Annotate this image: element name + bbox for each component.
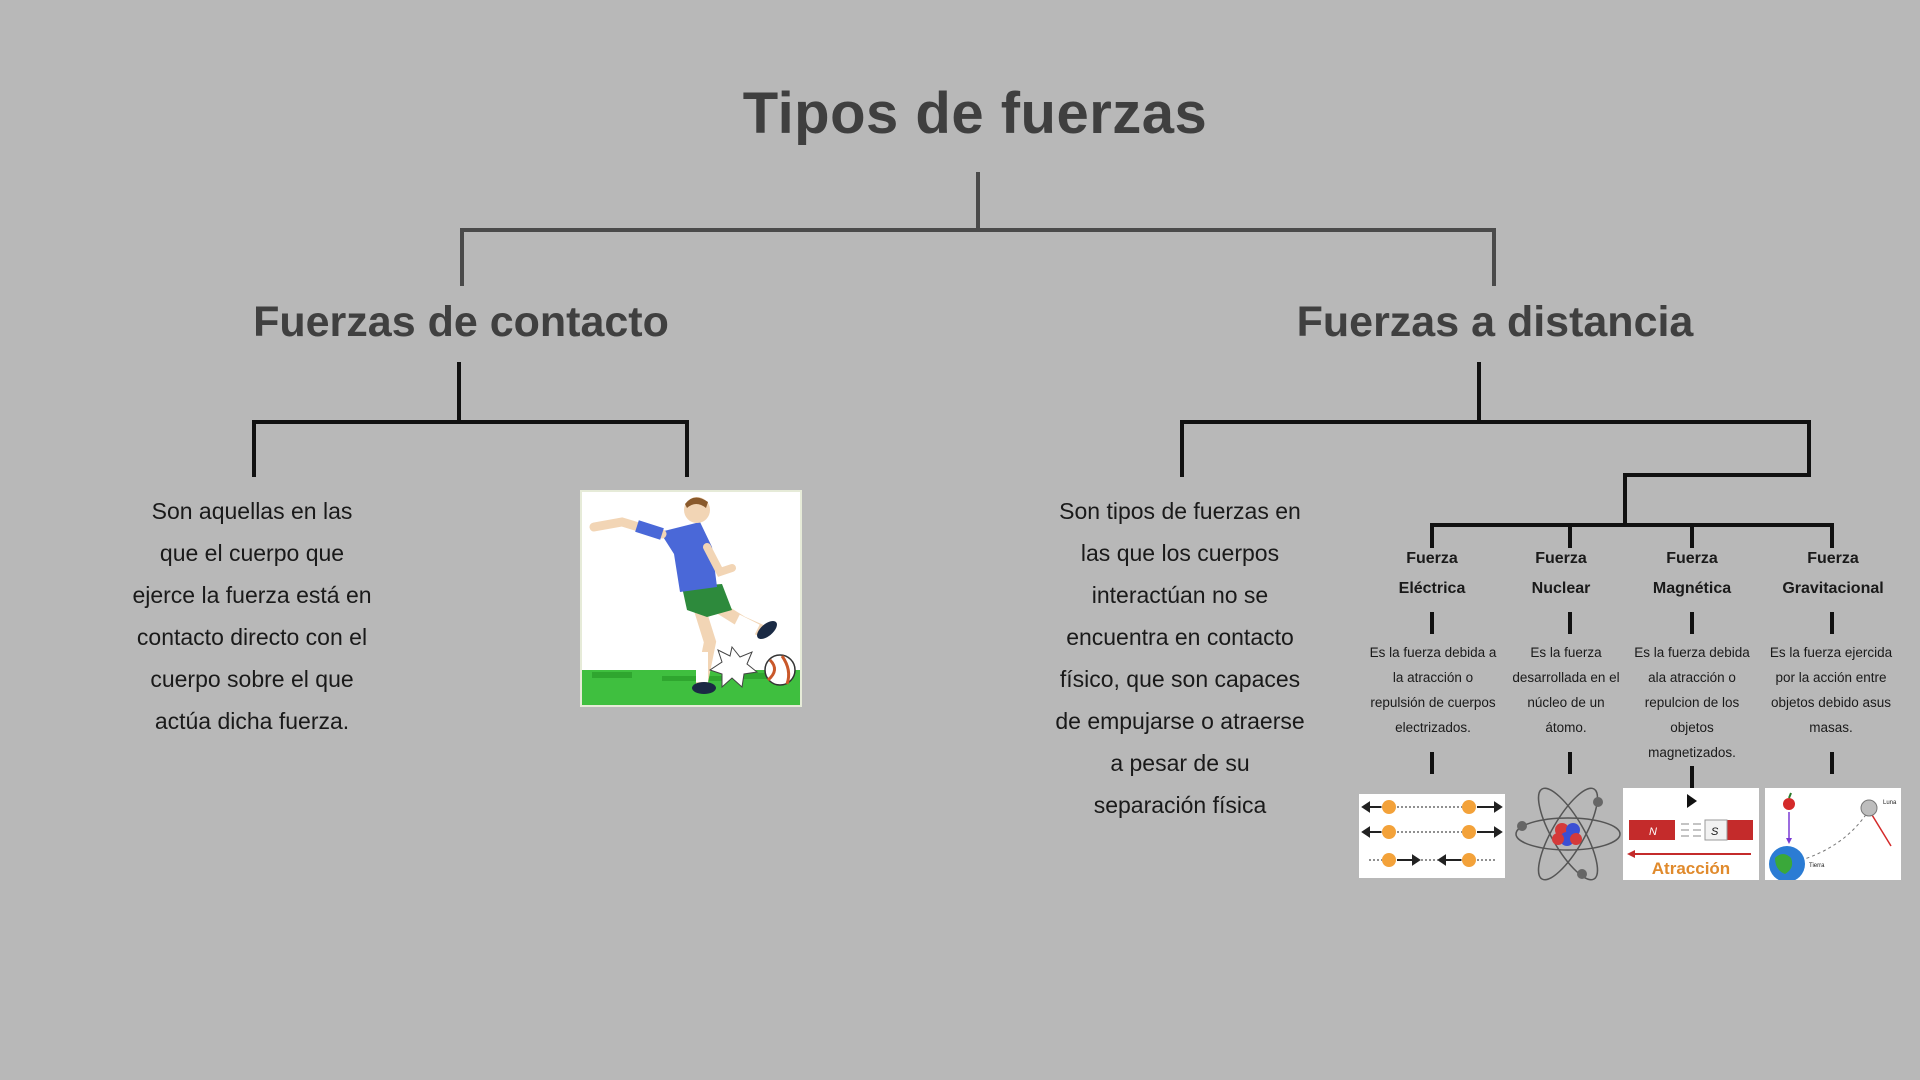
magnetic-force-title: Fuerza Magnética — [1622, 544, 1762, 604]
nuclear-force-title-line1: Fuerza — [1535, 550, 1587, 567]
magnet-attraction-icon: N S Atracción — [1623, 788, 1759, 880]
gravitational-force-title-line2: Gravitacional — [1782, 580, 1884, 597]
soccer-player-kicking-ball-icon — [580, 490, 802, 707]
nuclear-force-description: Es la fuerza desarrollada en el núcleo d… — [1512, 645, 1620, 735]
distance-forces-description: Son tipos de fuerzas en las que los cuer… — [1055, 498, 1305, 818]
magnet-pole-s-label: S — [1711, 826, 1719, 838]
electric-force-description: Es la fuerza debida a la atracción o rep… — [1369, 645, 1497, 735]
distance-forces-title: Fuerzas a distancia — [1296, 298, 1694, 346]
magnetic-force-title-line1: Fuerza — [1666, 550, 1718, 567]
types-branch-line — [1430, 523, 1834, 548]
gravitational-force-title-line1: Fuerza — [1807, 550, 1859, 567]
contact-forces-description: Son aquellas en las que el cuerpo que ej… — [132, 498, 372, 734]
moon-label: Luna — [1883, 800, 1897, 806]
distance-branch-line — [1180, 420, 1811, 525]
earth-moon-gravity-icon: Luna Tierra — [1765, 788, 1901, 880]
gravitational-force-title: Fuerza Gravitacional — [1763, 544, 1903, 604]
nuclear-force-title: Fuerza Nuclear — [1491, 544, 1631, 604]
earth-label: Tierra — [1809, 863, 1825, 869]
nuclear-force-title-line2: Nuclear — [1531, 580, 1591, 597]
magnetic-force-description: Es la fuerza debida ala atracción o repu… — [1634, 645, 1750, 760]
electric-force-title-line2: Eléctrica — [1398, 580, 1466, 597]
electric-force-title: Fuerza Eléctrica — [1362, 544, 1502, 604]
atom-icon — [1510, 786, 1626, 882]
contact-forces-title: Fuerzas de contacto — [253, 298, 669, 346]
main-branch-line — [460, 228, 1496, 286]
electric-charges-icon — [1359, 794, 1505, 878]
magnetic-force-title-line2: Magnética — [1652, 580, 1732, 597]
contact-branch-line — [252, 420, 689, 477]
magnet-image-label: Atracción — [1652, 859, 1730, 878]
magnet-pole-n-label: N — [1649, 826, 1657, 838]
gravitational-force-description: Es la fuerza ejercida por la acción entr… — [1769, 645, 1893, 735]
electric-force-title-line1: Fuerza — [1406, 550, 1458, 567]
diagram-title: Tipos de fuerzas — [742, 81, 1208, 146]
